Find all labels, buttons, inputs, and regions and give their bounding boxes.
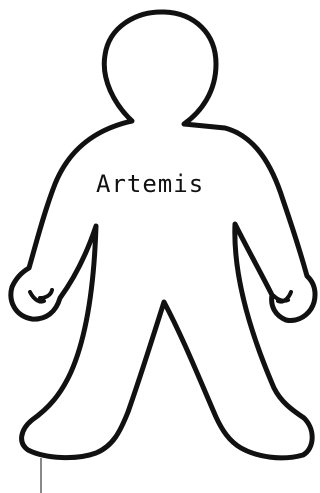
figure-name-label: Artemis — [96, 169, 236, 199]
body-outline — [11, 12, 315, 458]
